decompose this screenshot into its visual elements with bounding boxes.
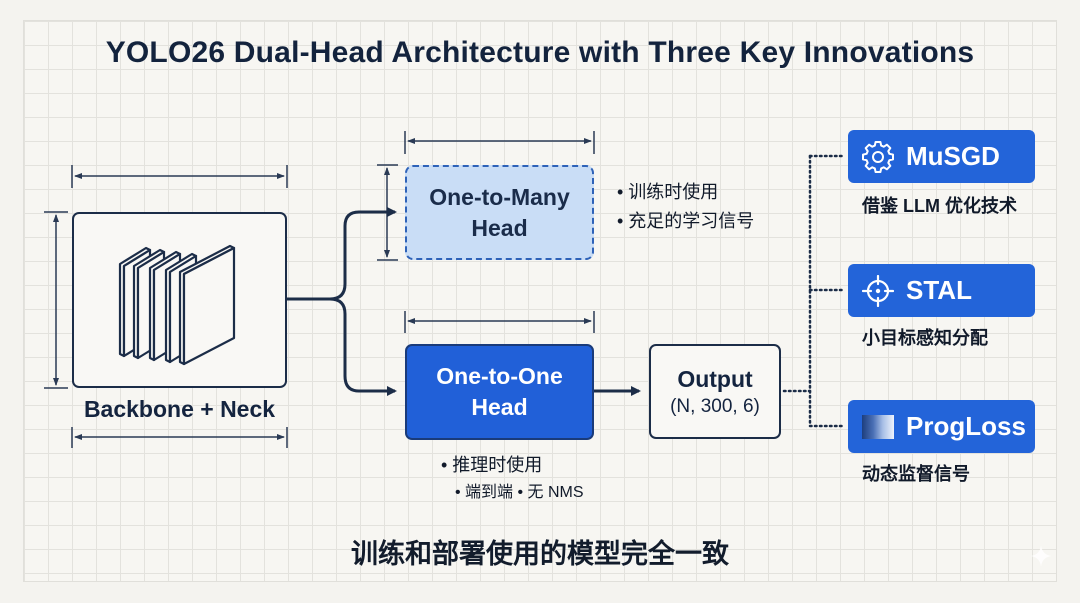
one-to-many-head-line1: One-to-Many <box>429 183 570 210</box>
sparkle-icon <box>1030 545 1052 567</box>
one-to-many-notes: • 训练时使用 • 充足的学习信号 <box>617 178 754 236</box>
innovation-desc-progloss: 动态监督信号 <box>862 464 970 484</box>
output-box: Output (N, 300, 6) <box>649 344 781 439</box>
dotted-connector <box>782 154 845 428</box>
one-to-one-head-line2: Head <box>471 394 528 420</box>
innovation-badge-progloss: ProgLoss <box>848 400 1035 453</box>
innovation-badge-stal: STAL <box>848 264 1035 317</box>
output-shape: (N, 300, 6) <box>670 395 760 417</box>
one-to-many-head: One-to-Many Head <box>405 165 594 260</box>
output-title: Output <box>677 365 753 392</box>
backbone-neck-box <box>72 212 287 388</box>
note-rich-signal: • 充足的学习信号 <box>617 211 755 231</box>
dimension-line-backbone-bottom <box>71 427 288 448</box>
footer-statement: 训练和部署使用的模型完全一致 <box>351 539 729 569</box>
dimension-line-one-top <box>404 311 595 333</box>
dimension-line-many-top <box>404 131 595 154</box>
innovation-desc-musgd: 借鉴 LLM 优化技术 <box>862 196 1017 216</box>
diagram-title: YOLO26 Dual-Head Architecture with Three… <box>105 36 975 69</box>
innovation-name-musgd: MuSGD <box>906 141 1000 171</box>
innovation-name-progloss: ProgLoss <box>906 411 1026 441</box>
branch-connector-lower <box>329 297 397 396</box>
gradient-bar-icon <box>862 411 894 443</box>
innovation-name-stal: STAL <box>906 275 972 305</box>
one-to-one-notes: • 推理时使用 • 端到端 • 无 NMS <box>441 451 584 506</box>
innovation-badge-musgd: MuSGD <box>848 130 1035 183</box>
note-inference-use: • 推理时使用 <box>441 455 543 475</box>
one-to-one-head: One-to-One Head <box>405 344 594 440</box>
dimension-line-backbone-top <box>71 165 288 188</box>
gear-icon <box>862 140 894 173</box>
one-to-many-head-line2: Head <box>471 214 528 241</box>
note-end-to-end-no-nms: • 端到端 • 无 NMS <box>455 484 584 501</box>
crosshair-icon <box>862 274 894 307</box>
innovation-desc-stal: 小目标感知分配 <box>862 328 988 348</box>
backbone-neck-label: Backbone + Neck <box>83 396 276 422</box>
dimension-line-backbone-left <box>44 211 68 389</box>
branch-connector <box>287 207 397 301</box>
note-training-use: • 训练时使用 <box>617 182 719 202</box>
one-to-one-head-line1: One-to-One <box>436 363 563 389</box>
